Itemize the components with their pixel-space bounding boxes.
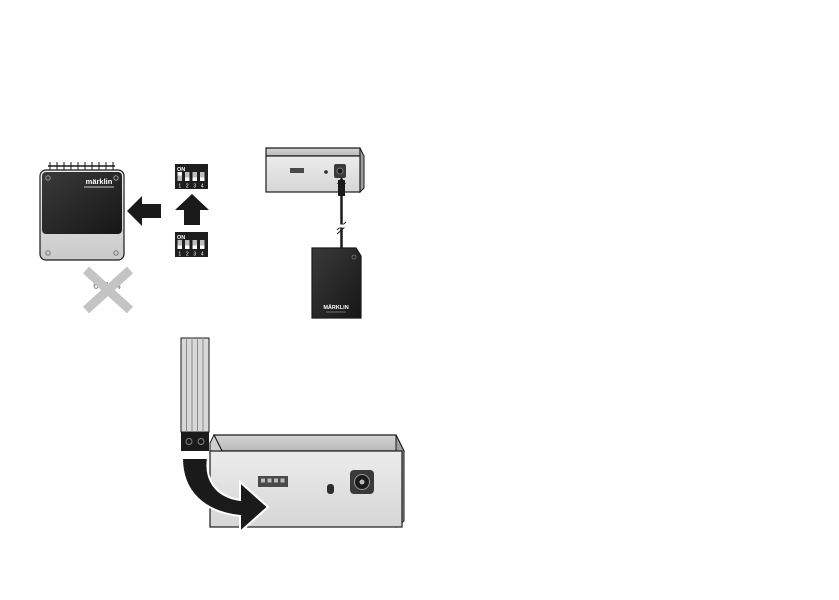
- terminal-block: [290, 168, 304, 173]
- large-box-top-face: [214, 435, 404, 451]
- dip-position-label: 4: [201, 252, 204, 258]
- led-icon: [324, 170, 328, 174]
- led-icon: [327, 484, 334, 494]
- dip-position-label: 3: [193, 184, 196, 190]
- power-cable: [337, 177, 346, 248]
- dip-position-label: 2: [186, 252, 189, 258]
- dip-position-label: 4: [201, 184, 204, 190]
- dip-position-label: 2: [186, 184, 189, 190]
- decoder-module: märklin: [40, 162, 124, 260]
- dip-position-label: 1: [178, 252, 181, 258]
- crossed-out-item: 60174: [86, 270, 130, 310]
- ribbon-connector: [181, 432, 209, 451]
- ribbon-cable: [181, 338, 209, 451]
- dip-position-label: 3: [193, 252, 196, 258]
- power-supply-brand: MÄRKLIN: [323, 304, 348, 311]
- dip-switch-settings-top: ON 1 2 3 4: [175, 164, 208, 190]
- power-supply-unit: MÄRKLIN: [312, 248, 361, 318]
- box-top-face: [266, 148, 360, 156]
- ribbon-cable-wires: [181, 338, 209, 432]
- interface-box-small: [266, 148, 364, 192]
- arrow-up-icon: [175, 194, 209, 225]
- box-side-face: [360, 148, 364, 192]
- dip-position-label: 1: [178, 184, 181, 190]
- dip-switch-settings-bottom: ON 1 2 3 4: [175, 232, 208, 258]
- arrow-left-icon: [127, 196, 161, 226]
- decoder-brand-label: märklin: [86, 177, 113, 186]
